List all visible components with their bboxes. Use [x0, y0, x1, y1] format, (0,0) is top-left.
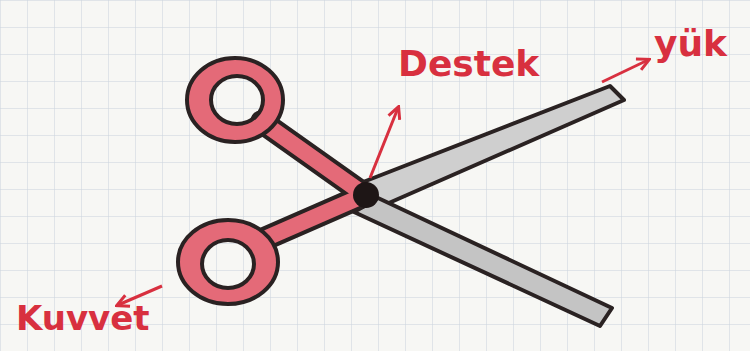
lower-handle-ring — [178, 220, 278, 304]
upper-handle-ring — [187, 58, 283, 142]
upper-blade — [358, 86, 624, 206]
pivot-dot — [353, 182, 379, 208]
lower-shank — [262, 195, 365, 240]
part-label: Destek — [398, 44, 539, 84]
part-label: yük — [654, 24, 727, 64]
support-arrow — [370, 108, 398, 178]
part-label: Kuvvet — [16, 300, 150, 337]
load-arrow — [602, 60, 648, 82]
upper-shank — [262, 122, 365, 195]
lower-shank-outline — [262, 195, 365, 240]
upper-shank-outline — [262, 122, 365, 195]
lower-blade — [354, 198, 612, 326]
